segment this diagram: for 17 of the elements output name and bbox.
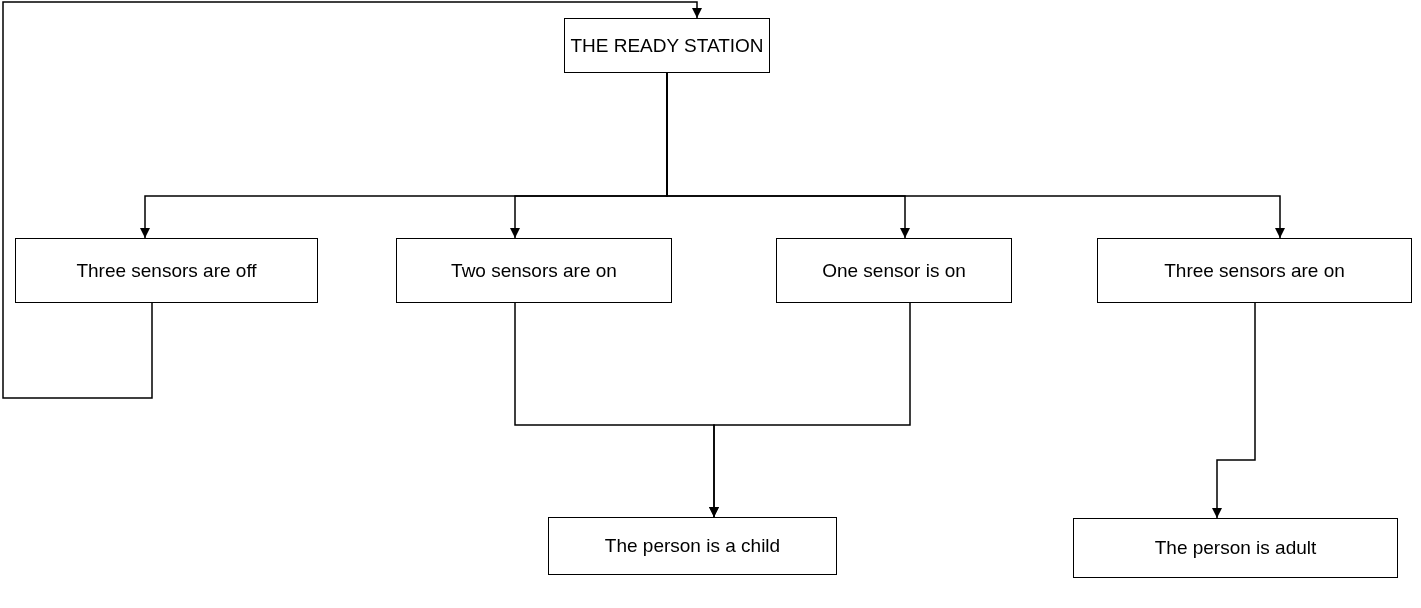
process-box [776, 238, 1012, 303]
process-box [548, 517, 837, 575]
box-label: The person is adult [1154, 537, 1317, 559]
process-box [15, 238, 318, 303]
process-box [396, 238, 672, 303]
box-label: The person is a child [604, 535, 781, 557]
arrow [2, 1, 702, 399]
process-box [564, 18, 770, 73]
box-label: One sensor is on [822, 259, 966, 282]
arrow [1212, 302, 1256, 519]
process-box [1097, 238, 1412, 303]
box-label: Two sensors are on [451, 259, 617, 282]
box-label: THE READY STATION [570, 34, 764, 57]
process-box [1073, 518, 1398, 578]
box-label: Three sensors are on [1164, 259, 1345, 282]
box-label: Three sensors are off [76, 259, 257, 282]
arrow [709, 302, 911, 518]
